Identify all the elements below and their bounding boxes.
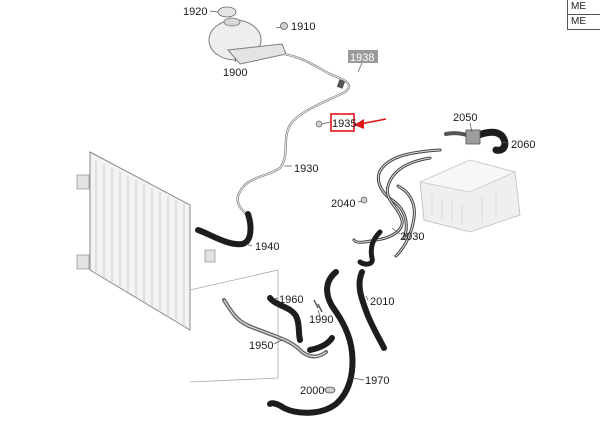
label-2060: 2060 bbox=[511, 139, 535, 151]
power-electronics-unit bbox=[418, 159, 521, 233]
highlight-arrow bbox=[359, 118, 387, 125]
hose-1940 bbox=[195, 211, 254, 248]
label-1960: 1960 bbox=[279, 294, 303, 306]
label-1920: 1920 bbox=[183, 6, 207, 18]
radiator bbox=[76, 151, 216, 331]
label-1910: 1910 bbox=[291, 21, 315, 33]
label-1930: 1930 bbox=[294, 163, 318, 175]
bolt-1990 bbox=[313, 299, 323, 313]
highlight-arrowhead bbox=[354, 119, 364, 129]
label-2050: 2050 bbox=[453, 112, 477, 124]
hose-1970 bbox=[267, 269, 356, 416]
label-2040: 2040 bbox=[331, 198, 355, 210]
label-1938: 1938 bbox=[350, 52, 374, 64]
hose-2060 bbox=[472, 128, 509, 154]
label-2030: 2030 bbox=[400, 231, 424, 243]
clip-2000 bbox=[324, 386, 336, 394]
vent-line-1930 bbox=[236, 52, 351, 215]
highlight-box-1935 bbox=[330, 113, 355, 132]
reference-table-row: ME bbox=[568, 15, 600, 30]
detail-callout-outline bbox=[189, 269, 279, 383]
label-2010: 2010 bbox=[370, 296, 394, 308]
reference-table: ME ME bbox=[567, 0, 600, 30]
label-1900: 1900 bbox=[223, 67, 247, 79]
cap-1920 bbox=[217, 6, 237, 18]
bolt-1910 bbox=[280, 22, 288, 30]
label-1940: 1940 bbox=[255, 241, 279, 253]
label-1990: 1990 bbox=[309, 314, 333, 326]
tag-1938 bbox=[348, 50, 378, 63]
label-2000: 2000 bbox=[300, 385, 324, 397]
label-1950: 1950 bbox=[249, 340, 273, 352]
bolt-2040 bbox=[360, 196, 368, 204]
label-1935: 1935 bbox=[332, 118, 356, 130]
coolant-pipe-assembly-2030 bbox=[352, 148, 442, 267]
label-1970: 1970 bbox=[365, 375, 389, 387]
expansion-tank bbox=[208, 17, 287, 65]
hose-2010 bbox=[356, 269, 387, 351]
hose-1960 bbox=[267, 295, 303, 343]
reference-table-row: ME bbox=[568, 0, 600, 15]
